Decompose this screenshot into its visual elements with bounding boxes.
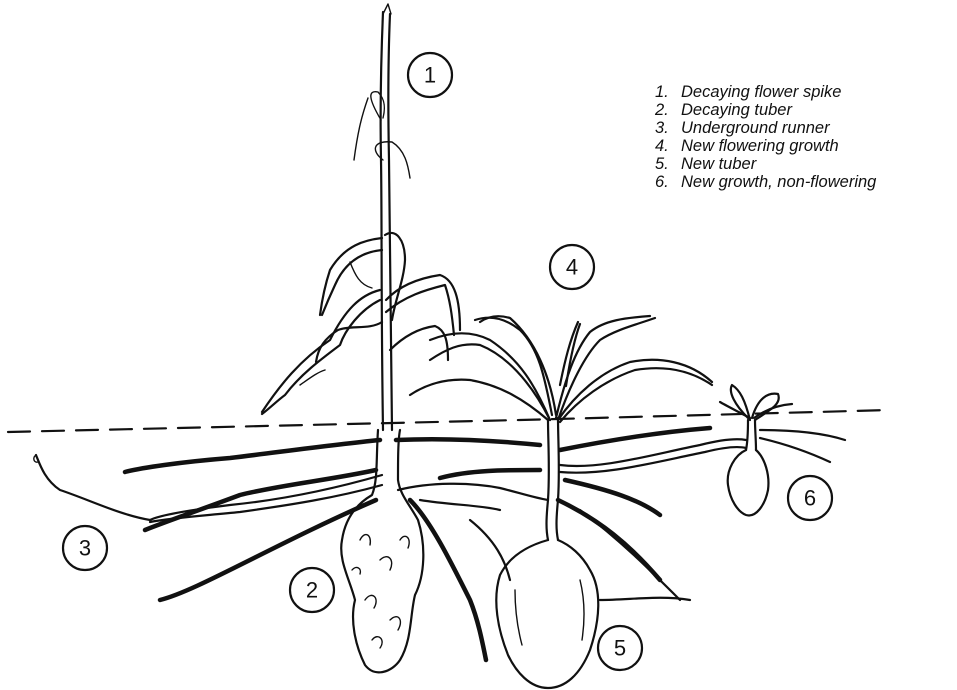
legend-number: 6.: [655, 173, 681, 191]
legend-item: 2.Decaying tuber: [655, 101, 876, 119]
new-growth-non-flowering: [720, 385, 792, 515]
callout-2: 2: [290, 568, 334, 612]
legend-label: Underground runner: [681, 119, 830, 137]
callout-6: 6: [788, 476, 832, 520]
callout-5: 5: [598, 626, 642, 670]
legend-label: New growth, non-flowering: [681, 173, 876, 191]
legend-number: 3.: [655, 119, 681, 137]
callout-1-label: 1: [424, 63, 436, 88]
legend-item: 5.New tuber: [655, 155, 876, 173]
legend-number: 4.: [655, 137, 681, 155]
callout-4: 4: [550, 245, 594, 289]
legend-label: Decaying flower spike: [681, 83, 842, 101]
callout-5-label: 5: [614, 636, 626, 661]
new-flowering-growth: [410, 316, 712, 540]
callout-3: 3: [63, 526, 107, 570]
callout-1: 1: [408, 53, 452, 97]
callout-3-label: 3: [79, 536, 91, 561]
callout-4-label: 4: [566, 255, 578, 280]
callout-6-label: 6: [804, 486, 816, 511]
decaying-tuber: [341, 430, 423, 672]
legend-label: New flowering growth: [681, 137, 839, 155]
legend: 1.Decaying flower spike 2.Decaying tuber…: [655, 83, 876, 191]
legend-item: 4.New flowering growth: [655, 137, 876, 155]
legend-number: 1.: [655, 83, 681, 101]
roots: [34, 428, 845, 660]
legend-item: 1.Decaying flower spike: [655, 83, 876, 101]
legend-number: 2.: [655, 101, 681, 119]
legend-label: New tuber: [681, 155, 756, 173]
new-tuber: [496, 540, 598, 688]
ground-line: [8, 410, 890, 432]
callout-2-label: 2: [306, 578, 318, 603]
legend-item: 6.New growth, non-flowering: [655, 173, 876, 191]
legend-label: Decaying tuber: [681, 101, 792, 119]
legend-number: 5.: [655, 155, 681, 173]
legend-item: 3.Underground runner: [655, 119, 876, 137]
